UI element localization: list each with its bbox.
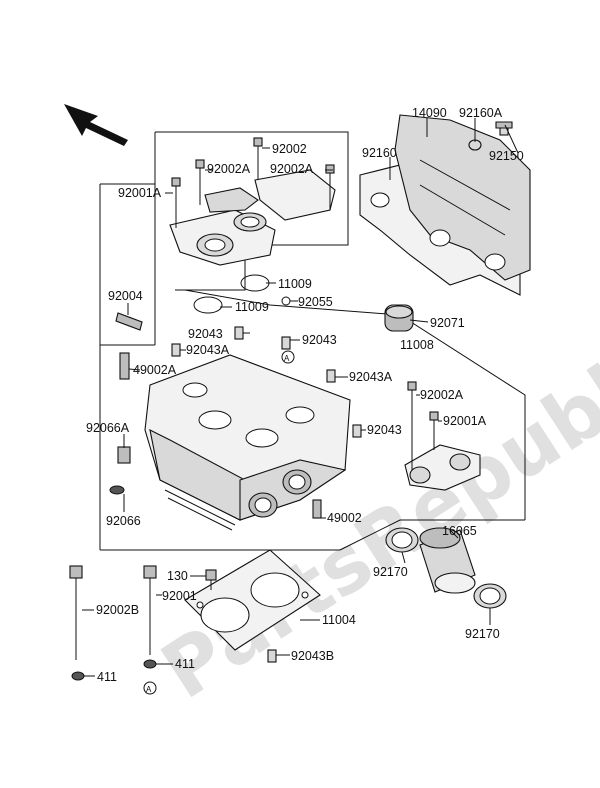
camshaft-cap-right [404,444,481,491]
part-labels: 14090 92160A 92150 92160 92002 92002A 92… [86,106,524,684]
label-92002-top: 92002 [272,142,307,156]
washer-411-b [143,659,157,669]
bolt-92001A-left [171,177,181,228]
label-92043A-b: 92043A [349,370,393,384]
label-92001A-left: 92001A [118,186,162,200]
ref-a-text-1: A [284,354,290,363]
label-11008: 11008 [400,338,434,352]
label-92002A-right: 92002A [420,388,464,402]
cylinder-head-part [144,354,351,531]
label-92160A: 92160A [459,106,503,120]
ref-a-text-2: A [146,685,152,694]
o-ring-11009-b [193,296,223,314]
camshaft-cap-assembly [169,169,336,266]
label-92002B: 92002B [96,603,139,617]
label-411-a: 411 [97,670,117,684]
label-92001A-right: 92001A [443,414,487,428]
label-92001: 92001 [162,589,197,603]
dowel-92043-c [352,424,362,438]
dowel-92043B [267,649,277,663]
label-92160: 92160 [362,146,397,160]
bolt-92002-top [253,137,263,180]
reference-marker-a-1: A [281,350,295,364]
label-92043B: 92043B [291,649,334,663]
label-92170-b: 92170 [465,627,500,641]
label-92055: 92055 [298,295,333,309]
bolt-92002A-top2 [325,164,335,210]
label-92002A-top2: 92002A [270,162,314,176]
oil-nozzle-49002A [119,352,130,380]
label-11009-b: 11009 [235,300,269,314]
label-92071: 92071 [430,316,465,330]
bolt-92002A-right [407,381,417,470]
dowel-92043-a [234,326,244,340]
label-92043-c: 92043 [367,423,402,437]
head-gasket-11004 [184,549,321,651]
subassembly-frame-lines [99,131,526,551]
dowel-92043A-a [171,343,181,357]
dowel-92043A-b [326,369,336,383]
label-92066: 92066 [106,514,141,528]
cover-bolt-92150 [495,121,513,136]
label-92043-a: 92043 [188,327,223,341]
grommet-92071 [384,304,414,332]
label-411-b: 411 [175,657,195,671]
dowel-92043-b [281,336,291,350]
label-49002A: 49002A [133,363,177,377]
reference-marker-a-2: A [143,681,157,695]
bolt-92002B [69,565,83,660]
label-92150: 92150 [489,149,524,163]
label-130: 130 [167,569,188,583]
label-92004: 92004 [108,289,143,303]
label-92043A-a: 92043A [186,343,230,357]
bolt-130 [205,569,217,590]
label-11009-a: 11009 [278,277,312,291]
label-92066A: 92066A [86,421,130,435]
bolt-92002A-top1 [195,159,205,205]
bolt-92001 [143,565,157,655]
label-14090: 14090 [412,106,447,120]
bolt-92001A-right [429,411,439,450]
leader-lines [82,118,519,677]
label-11004: 11004 [322,613,356,627]
oil-nozzle-49002 [312,499,322,519]
stud-92004 [115,312,143,331]
washer-411-a [71,671,85,681]
label-92170-a: 92170 [373,565,408,579]
washer-92055 [281,296,291,306]
valve-cover-part [359,114,531,296]
plug-seal-92066A [117,446,131,464]
label-16065: 16065 [442,524,477,538]
carburetor-holder-16065 [419,527,476,594]
label-92043-b: 92043 [302,333,337,347]
washer-92066 [109,485,125,495]
front-direction-arrow-icon [64,104,128,146]
label-49002: 49002 [327,511,362,525]
label-92002A-top1: 92002A [207,162,251,176]
